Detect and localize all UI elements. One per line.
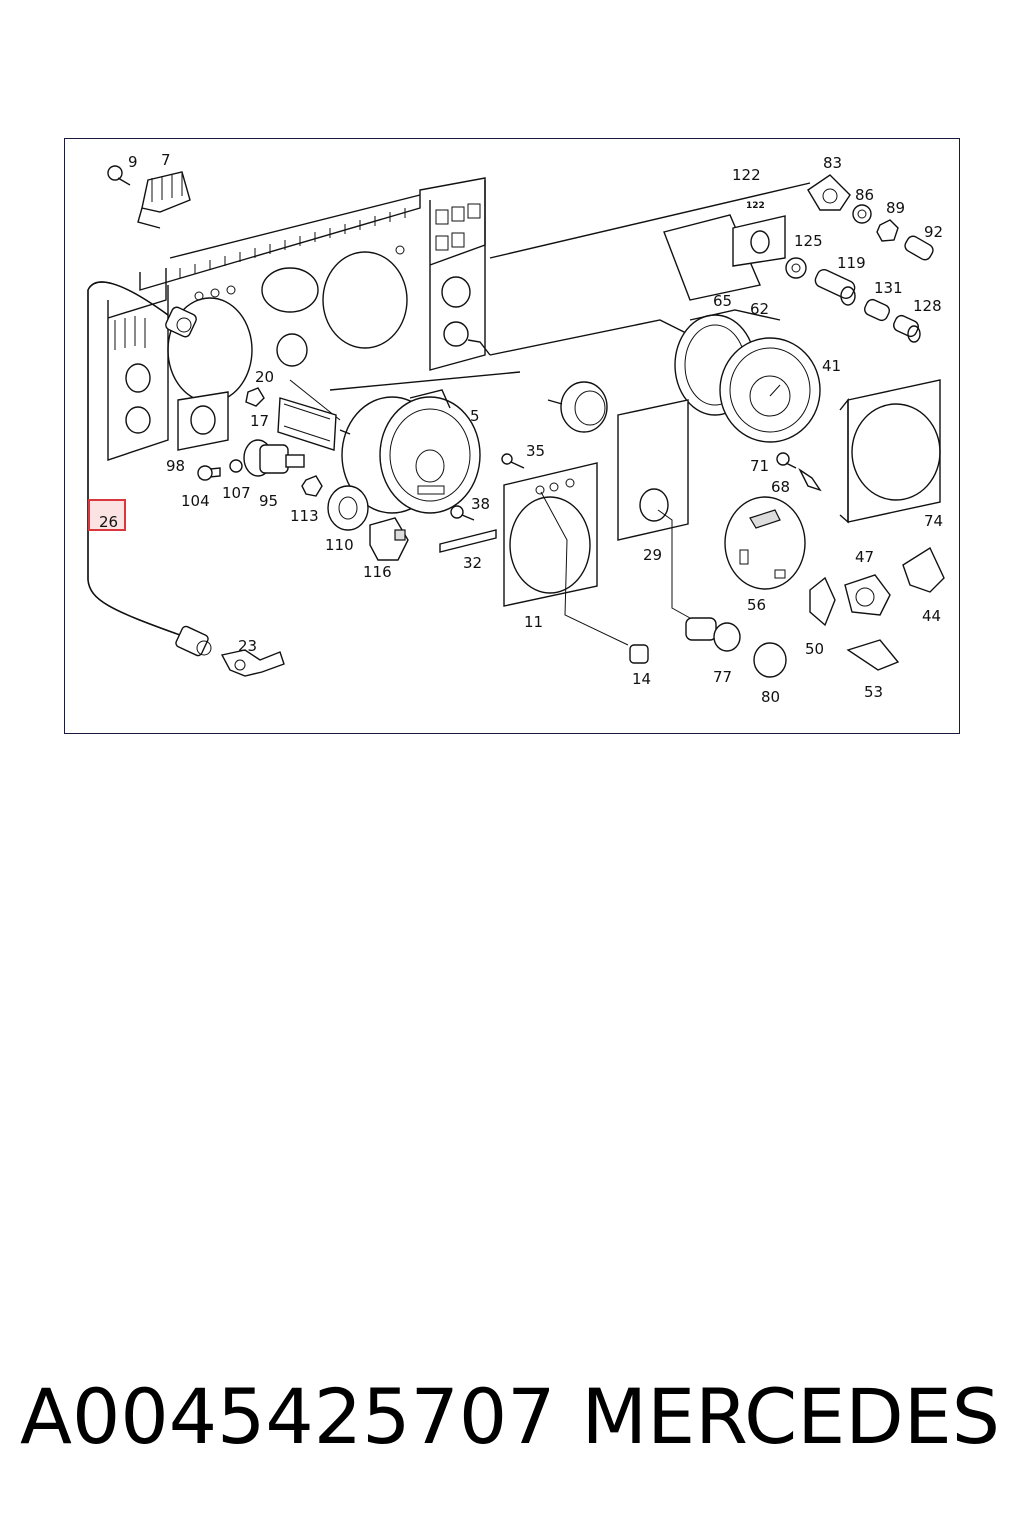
- callout-89: 89: [886, 199, 905, 217]
- callout-98: 98: [166, 457, 185, 475]
- callout-104: 104: [181, 492, 210, 510]
- callout-11: 11: [524, 613, 543, 631]
- callout-80: 80: [761, 688, 780, 706]
- brand-name: MERCEDES: [581, 1372, 1000, 1461]
- callout-68: 68: [771, 478, 790, 496]
- callout-119: 119: [837, 254, 866, 272]
- small-bracket-98: [177, 387, 265, 451]
- callout-86: 86: [855, 186, 874, 204]
- speedometer: [289, 379, 481, 514]
- callout-labels: 9 7 122 122 83 86 89 92 125 119 131 128 …: [99, 151, 943, 706]
- callout-29: 29: [643, 546, 662, 564]
- callout-131: 131: [874, 279, 903, 297]
- callout-47: 47: [855, 548, 874, 566]
- mounting-bracket: [277, 397, 337, 451]
- callout-62: 62: [750, 300, 769, 318]
- cover-plates: [503, 399, 691, 646]
- callout-5: 5: [470, 407, 480, 425]
- diagram-frame: [64, 138, 960, 734]
- callout-92: 92: [924, 223, 943, 241]
- callout-128: 128: [913, 297, 942, 315]
- part-number: A0045425707: [20, 1372, 556, 1461]
- callout-9: 9: [128, 153, 138, 171]
- callout-32: 32: [463, 554, 482, 572]
- callout-122-plate: 122: [746, 201, 765, 211]
- connector-part: [107, 165, 191, 229]
- dial-plate: [724, 496, 806, 590]
- small-gauge: [547, 381, 608, 433]
- callout-41: 41: [822, 357, 841, 375]
- callout-77: 77: [713, 668, 732, 686]
- callout-113: 113: [290, 507, 319, 525]
- cable-connector: [220, 649, 285, 677]
- gauge-mechanisms: [809, 546, 945, 671]
- switch-components: [197, 439, 409, 561]
- callout-23: 23: [238, 637, 257, 655]
- callout-125: 125: [794, 232, 823, 250]
- clip-parts: [776, 452, 822, 492]
- footer: A0045425707 MERCEDES: [0, 1372, 1024, 1472]
- callout-83: 83: [823, 154, 842, 172]
- callout-26: 26: [99, 513, 118, 531]
- speedometer-cable: [87, 281, 212, 657]
- callout-20: 20: [255, 368, 274, 386]
- callout-71: 71: [750, 457, 769, 475]
- callout-53: 53: [864, 683, 883, 701]
- callout-35: 35: [526, 442, 545, 460]
- gauge-bezel: [839, 379, 941, 524]
- callout-95: 95: [259, 492, 278, 510]
- callout-7: 7: [161, 151, 171, 169]
- bulb-holder-group: [732, 174, 934, 343]
- clock-gauge-assembly: [674, 309, 821, 443]
- callout-65: 65: [713, 292, 732, 310]
- callout-38: 38: [471, 495, 490, 513]
- callout-14: 14: [632, 670, 651, 688]
- dashboard-panel: [107, 177, 811, 461]
- highlight-box-26: [88, 499, 126, 531]
- callout-107: 107: [222, 484, 251, 502]
- callout-74: 74: [924, 512, 943, 530]
- callout-50: 50: [805, 640, 824, 658]
- callout-17: 17: [250, 412, 269, 430]
- callout-44: 44: [922, 607, 941, 625]
- callout-122: 122: [732, 166, 761, 184]
- callout-56: 56: [747, 596, 766, 614]
- fastener-parts: [439, 453, 525, 553]
- callout-110: 110: [325, 536, 354, 554]
- knob-parts: [629, 617, 787, 678]
- callout-116: 116: [363, 563, 392, 581]
